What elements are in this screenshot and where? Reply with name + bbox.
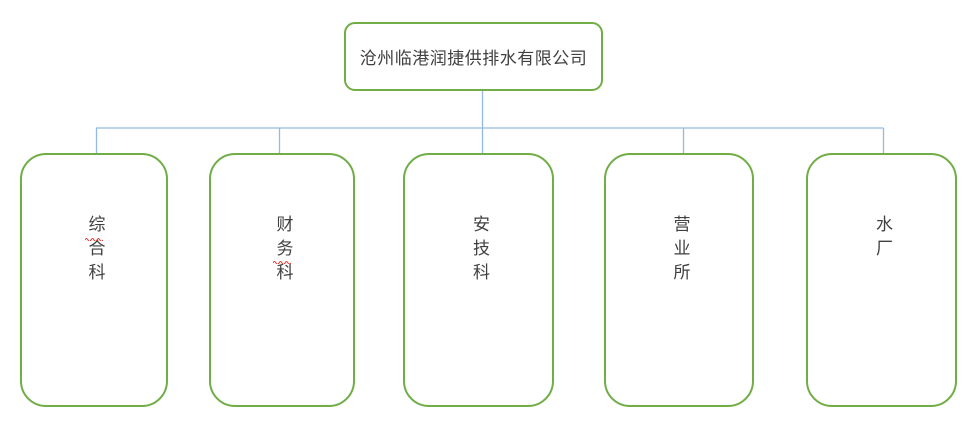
- department-label: 营业所: [669, 215, 690, 287]
- org-root-box[interactable]: 沧州临港润捷供排水有限公司: [344, 22, 603, 91]
- department-label: 综合科: [84, 215, 105, 287]
- spellcheck-squiggle-icon: [273, 261, 291, 264]
- department-box-shuichang[interactable]: 水厂: [806, 153, 957, 407]
- department-label: 财务科: [272, 215, 293, 287]
- department-box-anji[interactable]: 安技科: [403, 153, 554, 407]
- department-label: 安技科: [469, 215, 489, 287]
- department-box-caiwu[interactable]: 财务科: [209, 153, 355, 407]
- org-root-label: 沧州临港润捷供排水有限公司: [359, 49, 588, 69]
- department-label: 水厂: [872, 215, 892, 263]
- department-box-zonghe[interactable]: 综合科: [20, 153, 168, 407]
- department-box-yingye[interactable]: 营业所: [604, 153, 754, 407]
- spellcheck-squiggle-icon: [85, 238, 103, 241]
